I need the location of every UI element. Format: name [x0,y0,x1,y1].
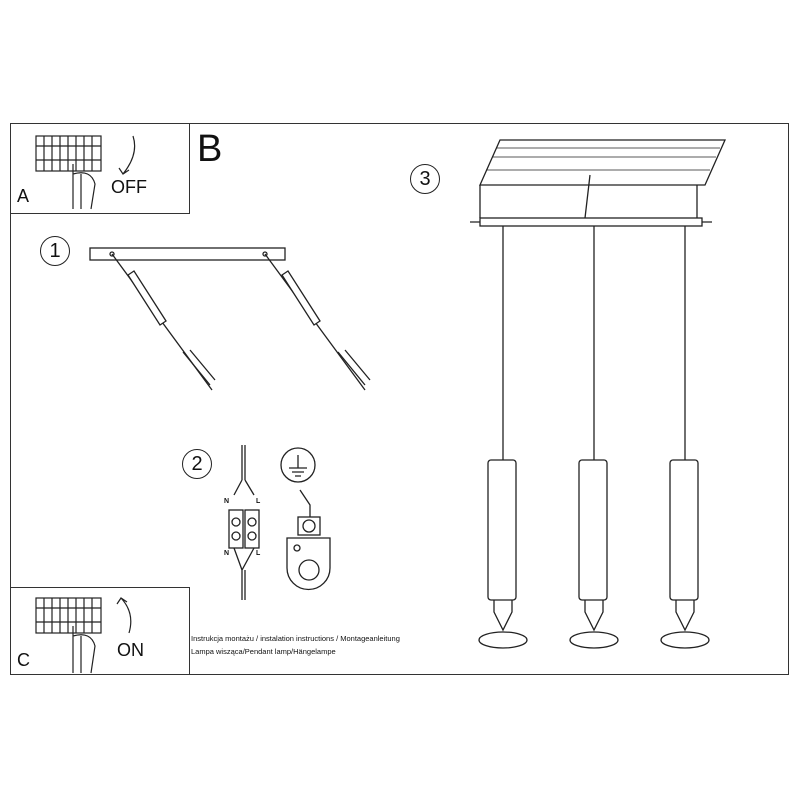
on-label: ON [117,640,144,660]
step-c-letter: C [17,650,30,670]
off-label: OFF [111,177,147,197]
caption-line-1: Instrukcja montażu / instalation instruc… [191,634,400,643]
neutral-label-top: N [224,498,230,505]
circuit-breaker-hand-icon [35,135,136,210]
circuit-breaker-hand-icon [35,597,132,674]
live-label-top: L [256,498,261,505]
step-3-number: 3 [410,164,440,194]
live-label-bottom: L [256,550,261,557]
mounting-bar-drawing [89,247,371,391]
pendant-lamp-drawing [470,139,727,649]
neutral-label-bottom: N [224,550,230,557]
step-b-letter: B [197,128,223,170]
step-a-power-off-panel: A OFF [10,123,190,214]
step-1-number: 1 [40,236,70,266]
step-2-number: 2 [182,449,212,479]
diagram-frame [10,123,789,675]
wiring-drawing [228,445,331,600]
step-a-letter: A [17,186,30,206]
step-c-power-on-panel: C ON [10,587,190,675]
caption-line-2: Lampa wisząca/Pendant lamp/Hängelampe [191,647,336,656]
